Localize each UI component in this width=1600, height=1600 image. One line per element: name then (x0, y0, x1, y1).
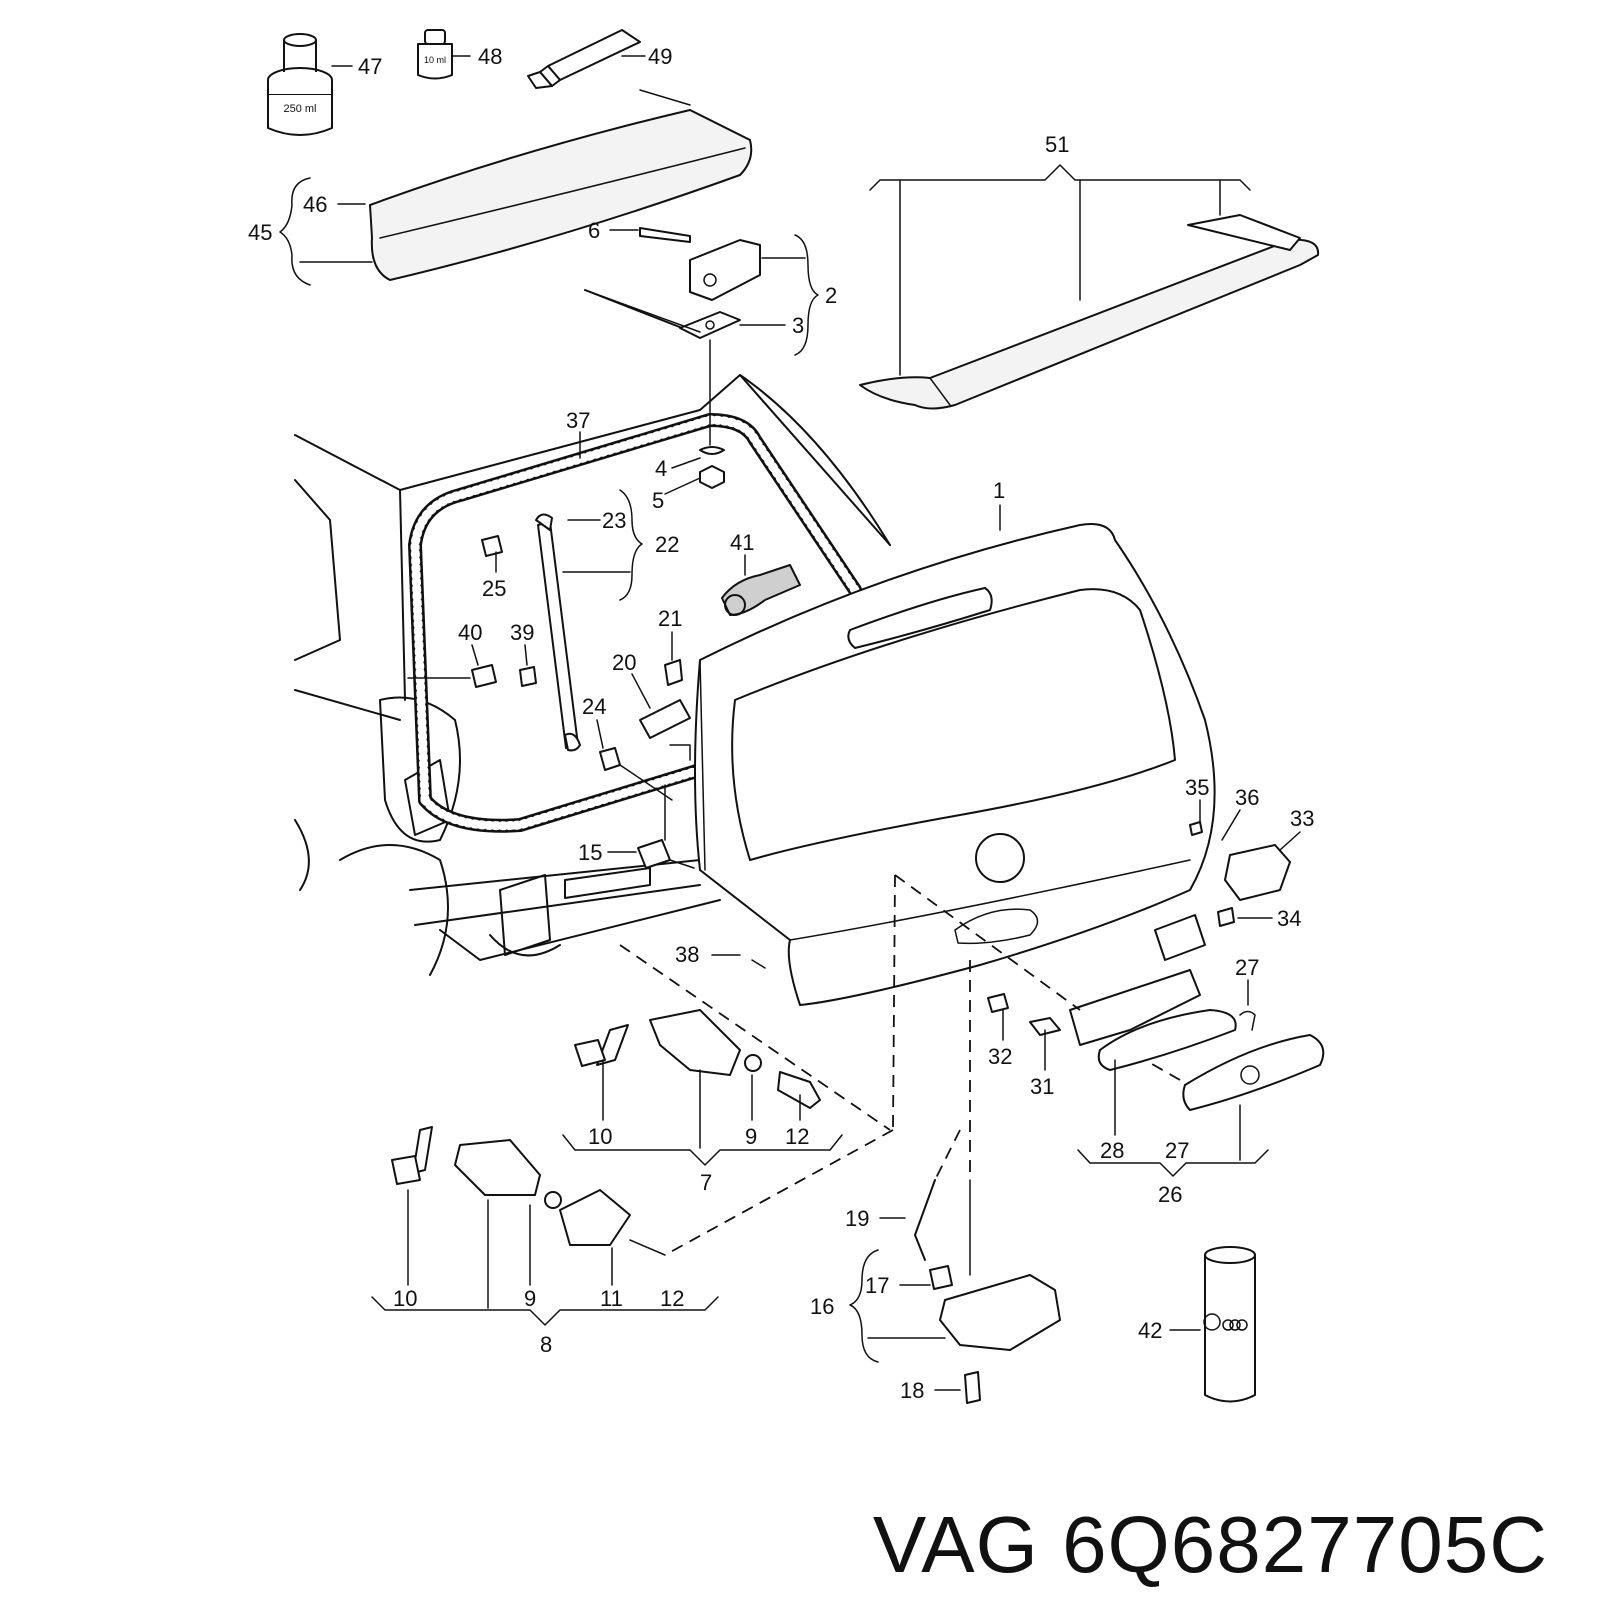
callout-3: 3 (792, 313, 804, 338)
callout-2: 2 (825, 283, 837, 308)
vw-logo-icon (1203, 1313, 1221, 1331)
callout-12-bottom: 12 (660, 1286, 684, 1311)
callout-10-top: 10 (588, 1124, 612, 1149)
primer-bottle-10ml: 10 ml (417, 29, 453, 80)
callout-8: 8 (540, 1332, 552, 1357)
sealant-tube (527, 29, 641, 89)
callout-9-bottom: 9 (524, 1286, 536, 1311)
callout-40: 40 (458, 620, 482, 645)
tailgate-latch (914, 1179, 1061, 1404)
tailgate-seal (408, 413, 862, 833)
callout-45: 45 (248, 220, 272, 245)
rear-camera-unit (1189, 821, 1291, 927)
striker-bracket (471, 659, 691, 869)
callout-10-bottom: 10 (393, 1286, 417, 1311)
callout-7: 7 (700, 1170, 712, 1195)
callout-17: 17 (865, 1273, 889, 1298)
callout-22: 22 (655, 532, 679, 557)
callout-33: 33 (1290, 806, 1314, 831)
lock-cylinder-assembly-7 (574, 1009, 821, 1109)
callout-35: 35 (1185, 775, 1209, 800)
callout-48: 48 (478, 44, 502, 69)
callout-28: 28 (1100, 1138, 1124, 1163)
audi-rings-icon (1222, 1319, 1248, 1331)
callout-24: 24 (582, 694, 606, 719)
callout-38: 38 (675, 942, 699, 967)
lock-cylinder-assembly-8 (391, 1126, 631, 1246)
tailgate-panel (694, 523, 1216, 1006)
callout-20: 20 (612, 650, 636, 675)
callout-36: 36 (1235, 785, 1259, 810)
callout-49: 49 (648, 44, 672, 69)
callout-46: 46 (303, 192, 327, 217)
callout-12-top: 12 (785, 1124, 809, 1149)
callout-47: 47 (358, 54, 382, 79)
callout-labels: 47 48 49 46 45 51 6 2 3 37 4 5 1 23 22 4… (248, 44, 1314, 1403)
can-large-label: 250 ml (283, 103, 316, 115)
adhesive-can-250ml: 250 ml (267, 33, 333, 136)
callout-1: 1 (993, 478, 1005, 503)
callout-32: 32 (988, 1044, 1012, 1069)
callout-11: 11 (600, 1286, 623, 1311)
callout-6: 6 (588, 218, 600, 243)
roof-spoiler-51 (859, 214, 1320, 410)
leader-lines (279, 55, 1301, 1391)
callout-39: 39 (510, 620, 534, 645)
callout-27-bottom: 27 (1165, 1138, 1189, 1163)
callout-41: 41 (730, 530, 754, 555)
spray-can (1203, 1246, 1256, 1403)
rear-spoiler (369, 89, 753, 281)
gas-strut (481, 513, 581, 752)
callout-31: 31 (1030, 1074, 1054, 1099)
callout-16: 16 (810, 1294, 834, 1319)
callout-21: 21 (658, 606, 682, 631)
can-small-label: 10 ml (424, 55, 446, 65)
callout-51: 51 (1045, 132, 1069, 157)
wiring-connector (721, 564, 801, 616)
tailgate-handle-assembly (987, 914, 1325, 1111)
callout-4: 4 (655, 456, 667, 481)
part-number-label: VAG 6Q6827705C (873, 1500, 1548, 1589)
callout-27-top: 27 (1235, 955, 1259, 980)
callout-42: 42 (1138, 1318, 1162, 1343)
hinge-assembly (639, 227, 761, 489)
callout-5: 5 (652, 488, 664, 513)
callout-34: 34 (1277, 906, 1301, 931)
callout-37: 37 (566, 408, 590, 433)
callout-15: 15 (578, 840, 602, 865)
callout-23: 23 (602, 508, 626, 533)
callout-25: 25 (482, 576, 506, 601)
callout-18: 18 (900, 1378, 924, 1403)
callout-19: 19 (845, 1206, 869, 1231)
callout-26: 26 (1158, 1182, 1182, 1207)
callout-9-top: 9 (745, 1124, 757, 1149)
